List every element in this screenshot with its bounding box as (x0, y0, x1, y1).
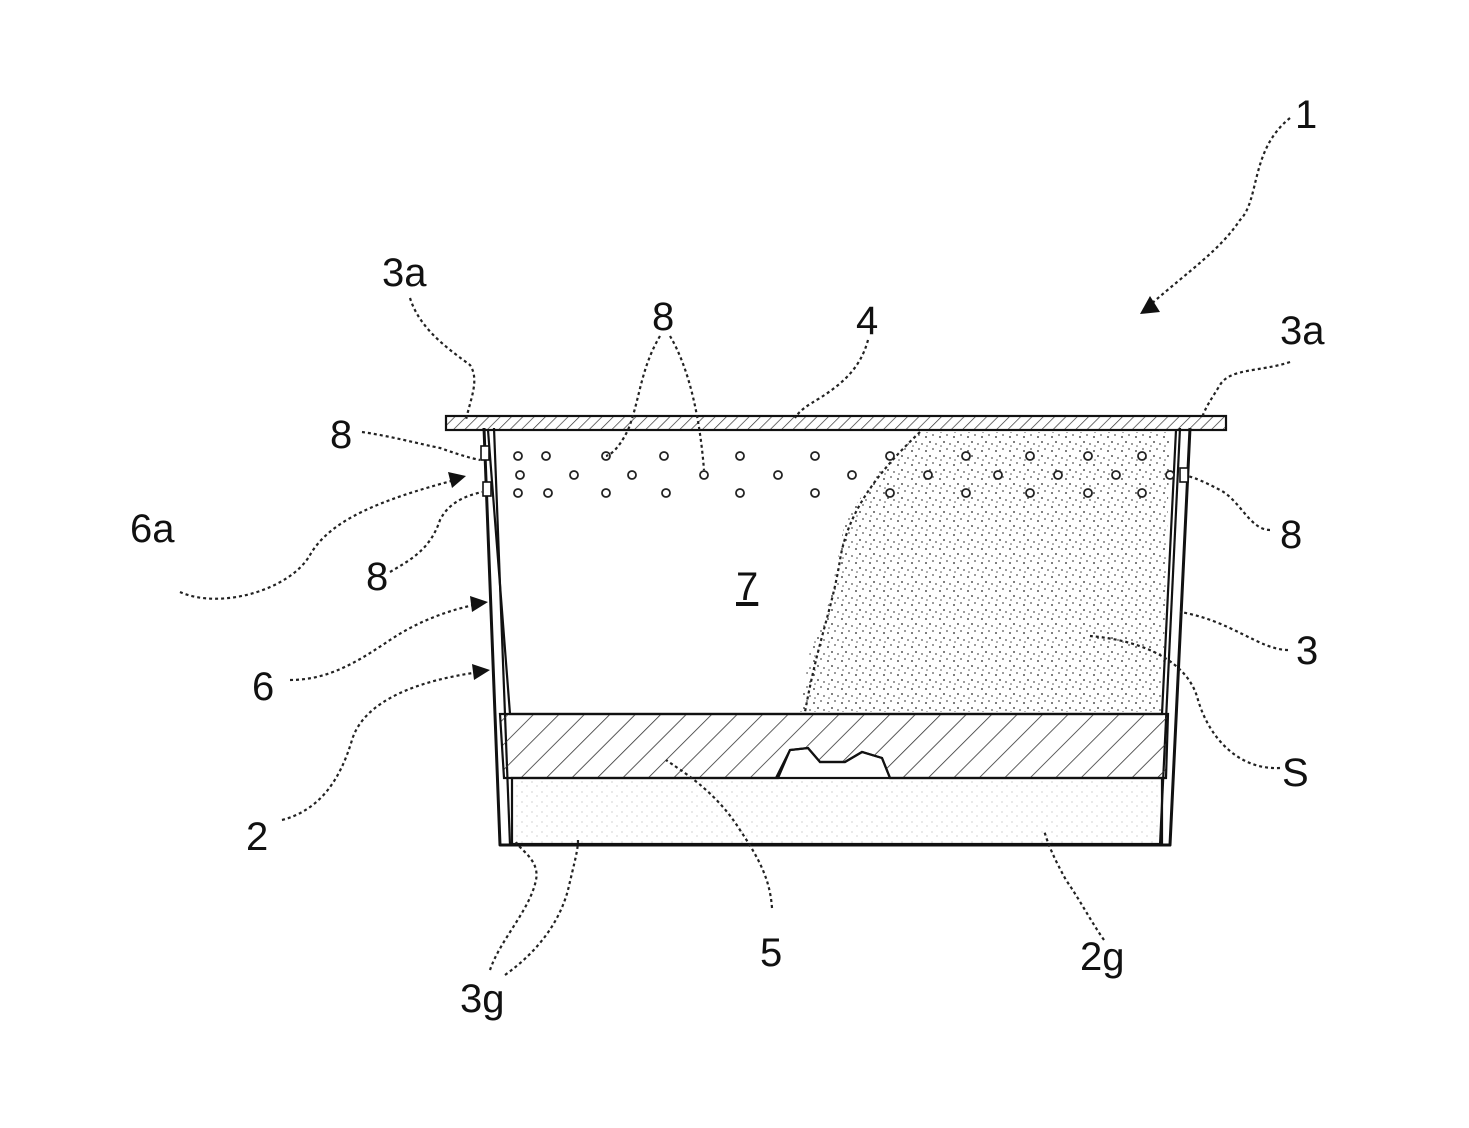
hole (628, 471, 636, 479)
hole (924, 471, 932, 479)
hole (542, 452, 550, 460)
hole (736, 452, 744, 460)
arrowhead-2 (472, 664, 490, 680)
hole (1084, 452, 1092, 460)
hole (962, 489, 970, 497)
hole (962, 452, 970, 460)
hole (994, 471, 1002, 479)
hole (811, 452, 819, 460)
hole (811, 489, 819, 497)
label-S: S (1282, 751, 1309, 795)
label-8-left-upper: 8 (330, 413, 352, 457)
leader-3a-right (1202, 362, 1290, 418)
leader-8-left-lower (390, 492, 482, 572)
hole (700, 471, 708, 479)
hole (886, 489, 894, 497)
filter (500, 714, 1168, 778)
hole (886, 452, 894, 460)
hole (1026, 452, 1034, 460)
leader-1 (1150, 118, 1290, 305)
leader-8-left-upper (362, 432, 480, 460)
leader-8-right (1188, 476, 1270, 530)
hole (1084, 489, 1092, 497)
arrowhead-6 (470, 596, 488, 612)
arrowhead-6a (448, 472, 466, 488)
label-3a-right: 3a (1280, 309, 1325, 353)
hole (516, 471, 524, 479)
hole (848, 471, 856, 479)
label-3: 3 (1296, 629, 1318, 673)
lid (446, 416, 1226, 430)
leader-3 (1180, 612, 1288, 650)
hole (1112, 471, 1120, 479)
hole (602, 489, 610, 497)
wall-hole-right (1180, 468, 1188, 482)
hole (736, 489, 744, 497)
label-8-right: 8 (1280, 513, 1302, 557)
hole (1026, 489, 1034, 497)
hole (1138, 489, 1146, 497)
label-5: 5 (760, 931, 782, 975)
wall-hole-left-lower (483, 482, 491, 496)
leader-4 (795, 340, 868, 418)
hole (1166, 471, 1174, 479)
label-2g: 2g (1080, 935, 1125, 979)
leader-2 (282, 672, 480, 820)
leader-6a (180, 480, 455, 599)
leader-3a-left (410, 298, 474, 420)
bottom-chamber (512, 778, 1162, 844)
hole (774, 471, 782, 479)
label-2: 2 (246, 815, 268, 859)
leader-3g-a (490, 842, 537, 970)
hole (1138, 452, 1146, 460)
hole (1054, 471, 1062, 479)
hole (660, 452, 668, 460)
label-4: 4 (856, 299, 878, 343)
hole (570, 471, 578, 479)
leader-3g-b (505, 840, 578, 975)
hole (544, 489, 552, 497)
hole (662, 489, 670, 497)
label-3a-left: 3a (382, 251, 427, 295)
label-6a: 6a (130, 507, 175, 551)
hole (514, 452, 522, 460)
label-7: 7 (736, 565, 758, 609)
label-1: 1 (1295, 93, 1317, 137)
label-3g: 3g (460, 977, 505, 1021)
hole (514, 489, 522, 497)
label-6: 6 (252, 665, 274, 709)
wall-hole-left-upper (481, 446, 489, 460)
label-8-top: 8 (652, 295, 674, 339)
label-8-left-lower: 8 (366, 555, 388, 599)
leader-8-top-b (670, 336, 704, 470)
leader-6 (290, 604, 478, 680)
leader-8-top-a (606, 336, 660, 456)
